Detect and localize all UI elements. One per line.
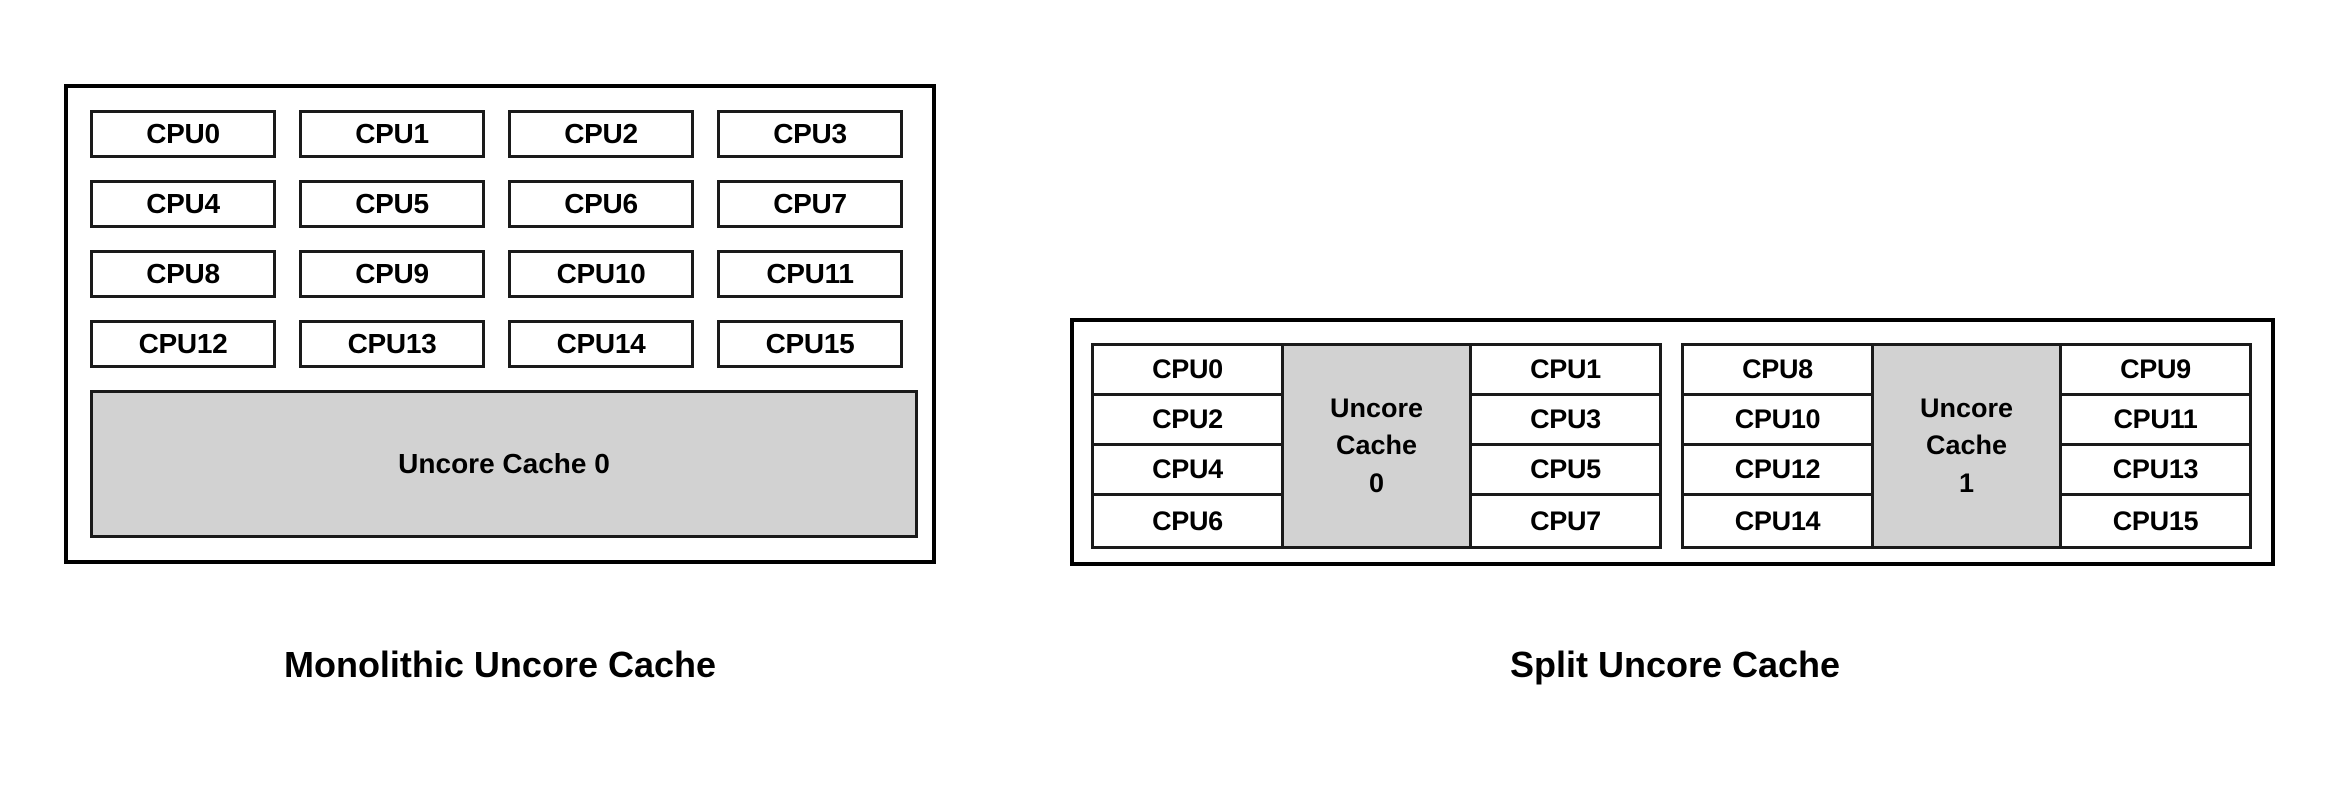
- cpu-box: CPU12: [1684, 446, 1874, 496]
- monolithic-caption: Monolithic Uncore Cache: [283, 644, 717, 685]
- cpu-box: CPU8: [90, 250, 276, 298]
- cpu-box: CPU2: [508, 110, 694, 158]
- uncore-cache-block: Uncore Cache 1: [1874, 346, 2059, 546]
- cpu-box: CPU0: [1094, 346, 1284, 396]
- cpu-box: CPU10: [1684, 396, 1874, 446]
- cache-label-index: 1: [1958, 467, 1975, 498]
- cpu-box: CPU2: [1094, 396, 1284, 446]
- cpu-box: CPU13: [299, 320, 485, 368]
- split-cluster-row: CPU0 CPU2 CPU4 CPU6 Uncore Cache 0 CPU1 …: [1091, 343, 2252, 549]
- cpu-box: CPU6: [508, 180, 694, 228]
- cpu-box: CPU14: [508, 320, 694, 368]
- cpu-box: CPU14: [1684, 496, 1874, 546]
- cpu-box: CPU12: [90, 320, 276, 368]
- cpu-box: CPU6: [1094, 496, 1284, 546]
- cpu-box: CPU5: [1469, 446, 1659, 496]
- uncore-cache-block: Uncore Cache 0: [90, 390, 918, 538]
- cache-label-line: Cache: [1335, 430, 1418, 461]
- uncore-cache-block: Uncore Cache 0: [1284, 346, 1469, 546]
- cluster-cpu-column-right: CPU9 CPU11 CPU13 CPU15: [2059, 346, 2249, 546]
- cpu-box: CPU1: [1469, 346, 1659, 396]
- cpu-box: CPU8: [1684, 346, 1874, 396]
- cache-label-line: Cache: [1925, 430, 2008, 461]
- cpu-box: CPU11: [2059, 396, 2249, 446]
- cpu-box: CPU15: [2059, 496, 2249, 546]
- split-caption: Split Uncore Cache: [1509, 644, 1841, 685]
- cpu-box: CPU5: [299, 180, 485, 228]
- cluster-cpu-column-right: CPU1 CPU3 CPU5 CPU7: [1469, 346, 1659, 546]
- split-uncore-package: CPU0 CPU2 CPU4 CPU6 Uncore Cache 0 CPU1 …: [1070, 318, 2275, 566]
- cpu-box: CPU3: [717, 110, 903, 158]
- cpu-box: CPU10: [508, 250, 694, 298]
- cpu-box: CPU9: [299, 250, 485, 298]
- cache-label-line: Uncore: [1329, 393, 1424, 424]
- split-cluster: CPU8 CPU10 CPU12 CPU14 Uncore Cache 1 CP…: [1681, 343, 2252, 549]
- monolithic-cpu-grid: CPU0 CPU1 CPU2 CPU3 CPU4 CPU5 CPU6 CPU7 …: [90, 110, 918, 368]
- cpu-box: CPU4: [1094, 446, 1284, 496]
- cpu-box: CPU9: [2059, 346, 2249, 396]
- cpu-box: CPU15: [717, 320, 903, 368]
- cluster-cpu-column-left: CPU0 CPU2 CPU4 CPU6: [1094, 346, 1284, 546]
- cpu-box: CPU0: [90, 110, 276, 158]
- cpu-box: CPU7: [1469, 496, 1659, 546]
- cluster-cpu-column-left: CPU8 CPU10 CPU12 CPU14: [1684, 346, 1874, 546]
- cpu-box: CPU7: [717, 180, 903, 228]
- cpu-box: CPU11: [717, 250, 903, 298]
- cpu-box: CPU4: [90, 180, 276, 228]
- split-cluster: CPU0 CPU2 CPU4 CPU6 Uncore Cache 0 CPU1 …: [1091, 343, 1662, 549]
- cpu-box: CPU1: [299, 110, 485, 158]
- monolithic-uncore-package: CPU0 CPU1 CPU2 CPU3 CPU4 CPU5 CPU6 CPU7 …: [64, 84, 936, 564]
- cpu-box: CPU3: [1469, 396, 1659, 446]
- cache-label-index: 0: [1368, 467, 1385, 498]
- cpu-box: CPU13: [2059, 446, 2249, 496]
- cache-label-line: Uncore: [1919, 393, 2014, 424]
